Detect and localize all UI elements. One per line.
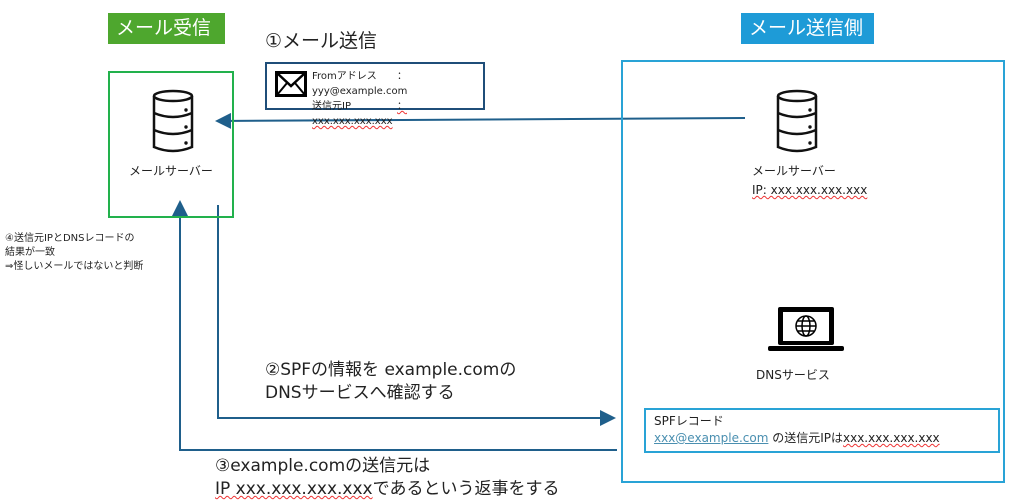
step4-line2: 結果が一致 xyxy=(5,247,55,258)
spf-email-link[interactable]: xxx@example.com xyxy=(654,431,769,445)
step4-line1: ④送信元IPとDNSレコードの xyxy=(5,233,135,244)
dns-service-label: DNSサービス xyxy=(756,368,830,382)
step3-line2: であるという返事をする xyxy=(372,479,560,499)
sender-side-label: メール送信側 xyxy=(741,13,874,44)
spf-record-box: SPFレコード xxx@example.com の送信元IPはxxx.xxx.x… xyxy=(644,408,1000,453)
from-value: ：yyy@example.com xyxy=(312,71,408,97)
receiver-side-label: メール受信側 xyxy=(108,13,225,70)
arrow-send-mail xyxy=(215,112,746,129)
spf-text: の送信元IPは xyxy=(768,431,843,445)
arrow-dns-reply xyxy=(172,200,617,451)
step2-text: ②SPFの情報を example.comの DNSサービスへ確認する xyxy=(265,359,516,405)
ip-label: 送信元IP xyxy=(312,101,351,112)
step2-line2: DNSサービスへ確認する xyxy=(265,383,455,403)
spf-ip: xxx.xxx.xxx.xxx xyxy=(843,431,940,445)
step3-text: ③example.comの送信元は IP xxx.xxx.xxx.xxxであると… xyxy=(215,455,559,501)
step3-ip: IP xxx.xxx.xxx.xxx xyxy=(215,479,373,499)
from-label: Fromアドレス xyxy=(312,71,377,82)
ip-value: ：xxx.xxx.xxx.xxx xyxy=(312,101,407,127)
step3-line1: ③example.comの送信元は xyxy=(215,456,431,476)
dns-laptop-icon xyxy=(768,307,844,351)
step4-line3: ⇒怪しいメールではないと判断 xyxy=(5,261,144,272)
receiver-box xyxy=(108,71,234,218)
spf-title: SPFレコード xyxy=(654,414,724,428)
sender-server-icon xyxy=(776,89,818,153)
step2-line1: ②SPFの情報を example.comの xyxy=(265,360,517,380)
receiver-server-label: メールサーバー xyxy=(129,164,213,178)
receiver-server-icon xyxy=(152,89,194,153)
arrow-query-dns xyxy=(217,205,616,426)
envelope-icon xyxy=(275,71,307,97)
step4-note: ④送信元IPとDNSレコードの 結果が一致 ⇒怪しいメールではないと判断 xyxy=(5,232,143,274)
sender-server-ip: IP: xxx.xxx.xxx.xxx xyxy=(752,183,868,197)
mail-header-box: Fromアドレス：yyy@example.com 送信元IP：xxx.xxx.x… xyxy=(265,62,485,127)
sender-server-label: メールサーバー xyxy=(752,164,836,178)
step1-title: ①メール送信 xyxy=(265,30,378,52)
sender-server-info: メールサーバー IP: xxx.xxx.xxx.xxx xyxy=(752,162,867,200)
sender-box xyxy=(621,60,1005,483)
